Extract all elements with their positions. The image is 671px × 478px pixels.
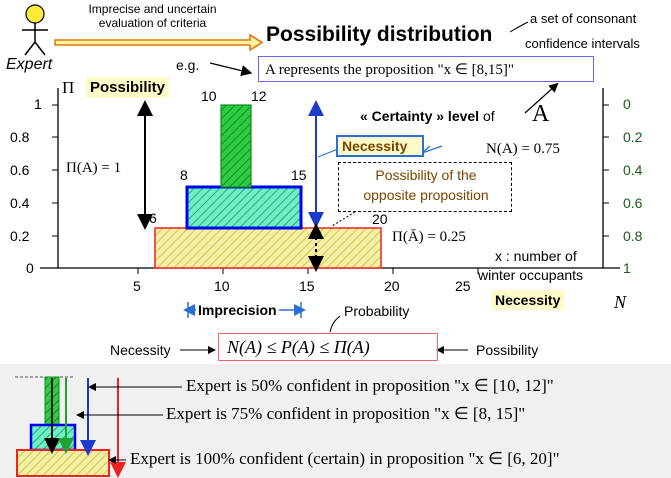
right-tick-1: 1 — [623, 260, 631, 276]
side-note-leader — [509, 21, 529, 33]
left-tick-1: 1 — [34, 96, 42, 112]
certainty-symbol: A — [532, 101, 550, 127]
x-tick-15: 15 — [299, 278, 315, 294]
x-tick-25: 25 — [455, 278, 471, 294]
interval-8-15-box — [185, 185, 303, 230]
interval-label-20: 20 — [372, 211, 388, 227]
interval-label-8: 8 — [180, 167, 188, 183]
x-tick-5: 5 — [133, 278, 141, 294]
inequality-left-label: Necessity — [110, 342, 171, 358]
legend-item-3: Expert is 100% confident (certain) in pr… — [130, 449, 560, 468]
x-axis-label-line2: winter occupants — [478, 267, 584, 283]
left-tick-0.2: 0.2 — [10, 228, 30, 244]
side-note-line1: a set of consonant — [530, 11, 637, 26]
side-note-line2: confidence intervals — [525, 36, 640, 51]
example-formula: A represents the proposition "x ∈ [8,15]… — [265, 62, 515, 78]
x-axis-label-line1: x : number of — [495, 248, 577, 264]
necessity-box-label: Necessity — [342, 138, 408, 154]
interval-10-12-box — [220, 104, 252, 188]
expert-label: Expert — [6, 56, 53, 73]
inequality-formula: N(A) ≤ P(A) ≤ Π(A) — [227, 337, 370, 357]
inequality-box: N(A) ≤ P(A) ≤ Π(A) — [218, 333, 438, 361]
opposite-box: Possibility of the opposite proposition — [338, 162, 512, 212]
right-tick-0.8: 0.8 — [623, 228, 643, 244]
pi-a-value: Π(A) = 1 — [66, 160, 122, 176]
right-tick-0: 0 — [623, 96, 631, 112]
expert-figure-icon — [22, 4, 48, 56]
n-a-value: N(A) = 0.75 — [486, 141, 560, 157]
interval-label-10: 10 — [201, 88, 217, 104]
legend-item-2: Expert is 75% confident in proposition "… — [166, 404, 526, 423]
example-prefix: e.g. — [176, 57, 200, 73]
imprecision-label: Imprecision — [196, 302, 279, 318]
eg-arrow — [209, 62, 253, 77]
interval-6-20-box — [154, 227, 382, 269]
left-tick-0: 0 — [26, 260, 34, 276]
left-tick-0.4: 0.4 — [10, 195, 30, 211]
right-axis-label: Necessity — [491, 290, 565, 310]
right-axis-symbol: N — [614, 292, 627, 312]
interval-label-12: 12 — [251, 88, 267, 104]
opposite-line1: Possibility of the — [375, 167, 477, 183]
pi-abar-value: Π(Ā) = 0.25 — [392, 229, 466, 245]
interval-label-15: 15 — [291, 167, 307, 183]
interval-label-6: 6 — [149, 210, 157, 226]
probability-label: Probability — [344, 303, 410, 319]
left-axis-label: Possibility — [86, 77, 170, 98]
opposite-line2: opposite proposition — [363, 187, 489, 203]
example-formula-box: A represents the proposition "x ∈ [8,15]… — [258, 56, 594, 82]
page-title: Possibility distribution — [266, 23, 493, 46]
left-tick-0.8: 0.8 — [10, 129, 30, 145]
certainty-label: « Certainty » level of — [360, 108, 495, 124]
inequality-right-label: Possibility — [476, 342, 539, 358]
left-axis-symbol: Π — [62, 78, 75, 97]
x-tick-10: 10 — [214, 278, 230, 294]
x-tick-20: 20 — [384, 278, 400, 294]
right-tick-0.6: 0.6 — [623, 195, 643, 211]
legend-item-1: Expert is 50% confident in proposition "… — [186, 376, 554, 395]
necessity-box: Necessity — [336, 135, 424, 157]
arrow-text: Imprecise and uncertain evaluation of cr… — [88, 2, 217, 30]
left-tick-0.6: 0.6 — [10, 162, 30, 178]
orange-arrow-icon — [54, 33, 264, 52]
right-tick-0.2: 0.2 — [623, 129, 643, 145]
right-tick-0.4: 0.4 — [623, 162, 643, 178]
